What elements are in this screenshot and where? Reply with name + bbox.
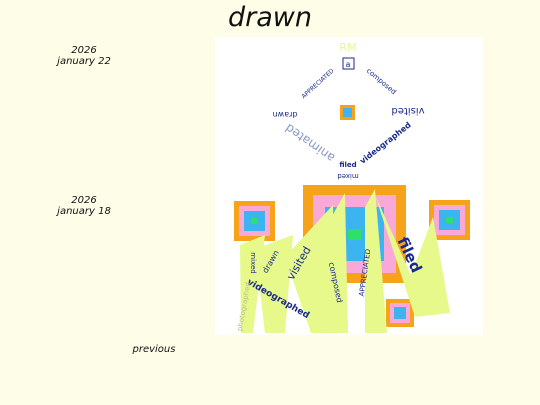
entry-date-2: 2026 january 18	[40, 195, 128, 217]
entry-date-1: 2026 january 22	[40, 45, 128, 67]
word-mixed: mixed	[337, 172, 358, 180]
word-visited: visited	[391, 105, 424, 116]
entry-date-year: 2026	[71, 45, 97, 56]
entry-date-day: january 22	[57, 56, 111, 67]
svg-text:a: a	[346, 60, 351, 69]
previous-link[interactable]: previous	[132, 344, 176, 355]
entry-date-day: january 18	[57, 206, 111, 217]
page-title: drawn	[228, 2, 312, 33]
word-wedge-artwork: mixed drawn visited composed APPRECIATED…	[215, 185, 483, 335]
word-filed: filed	[339, 161, 356, 169]
artwork-image-1[interactable]: a RM APPRECIATED composed drawn visited …	[215, 37, 483, 185]
entry-date-year: 2026	[71, 195, 97, 206]
word-mixed: mixed	[249, 252, 257, 273]
word-drawn: drawn	[273, 110, 298, 119]
word-diamond-artwork: a RM APPRECIATED composed drawn visited …	[215, 37, 483, 185]
artwork-image-2[interactable]: mixed drawn visited composed APPRECIATED…	[215, 185, 483, 335]
word-top: RM	[339, 41, 356, 54]
